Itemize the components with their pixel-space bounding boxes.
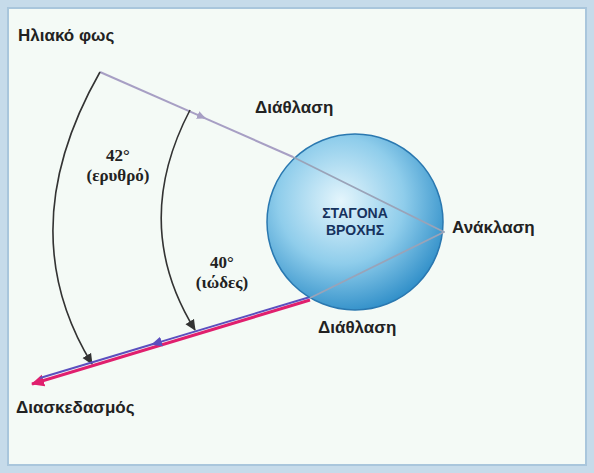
refraction-label-box: Διάθλαση xyxy=(255,98,333,118)
dispersion-label: Διασκεδασμός xyxy=(16,398,135,418)
panel-ground xyxy=(8,8,586,465)
dispersion-label-box: Διασκεδασμός xyxy=(16,398,135,418)
raindrop-circle: ΣΤΑΓΟΝΑ ΒΡΟΧΗΣ xyxy=(265,132,445,312)
sunlight-label: Ηλιακό φως xyxy=(18,26,114,46)
angle-label: 42° (ερυθρό) xyxy=(78,146,158,187)
angle-arc xyxy=(53,72,100,364)
angle-label: 40° (ιώδες) xyxy=(186,253,258,294)
sunlight-label-box: Ηλιακό φως xyxy=(18,26,114,46)
violet-ray xyxy=(152,297,310,344)
red-ray xyxy=(32,300,310,384)
raindrop-outline xyxy=(267,134,443,310)
refraction-label-box: Διάθλαση xyxy=(318,318,396,338)
reflection-label-box: Ανάκλαση xyxy=(452,218,535,238)
raindrop-body: ΣΤΑΓΟΝΑ ΒΡΟΧΗΣ xyxy=(265,132,445,312)
angle-label-box: 42° (ερυθρό) xyxy=(78,146,158,187)
internal-ray xyxy=(293,157,444,298)
refraction-label: Διάθλαση xyxy=(255,98,333,118)
angle-label-box: 40° (ιώδες) xyxy=(186,253,258,294)
sun-ray xyxy=(203,117,293,157)
angle-arc xyxy=(161,110,195,330)
reflection-label: Ανάκλαση xyxy=(452,218,535,238)
refraction-label: Διάθλαση xyxy=(318,318,396,338)
violet-ray xyxy=(40,344,154,378)
raindrop-label: ΣΤΑΓΟΝΑ ΒΡΟΧΗΣ xyxy=(305,205,405,240)
